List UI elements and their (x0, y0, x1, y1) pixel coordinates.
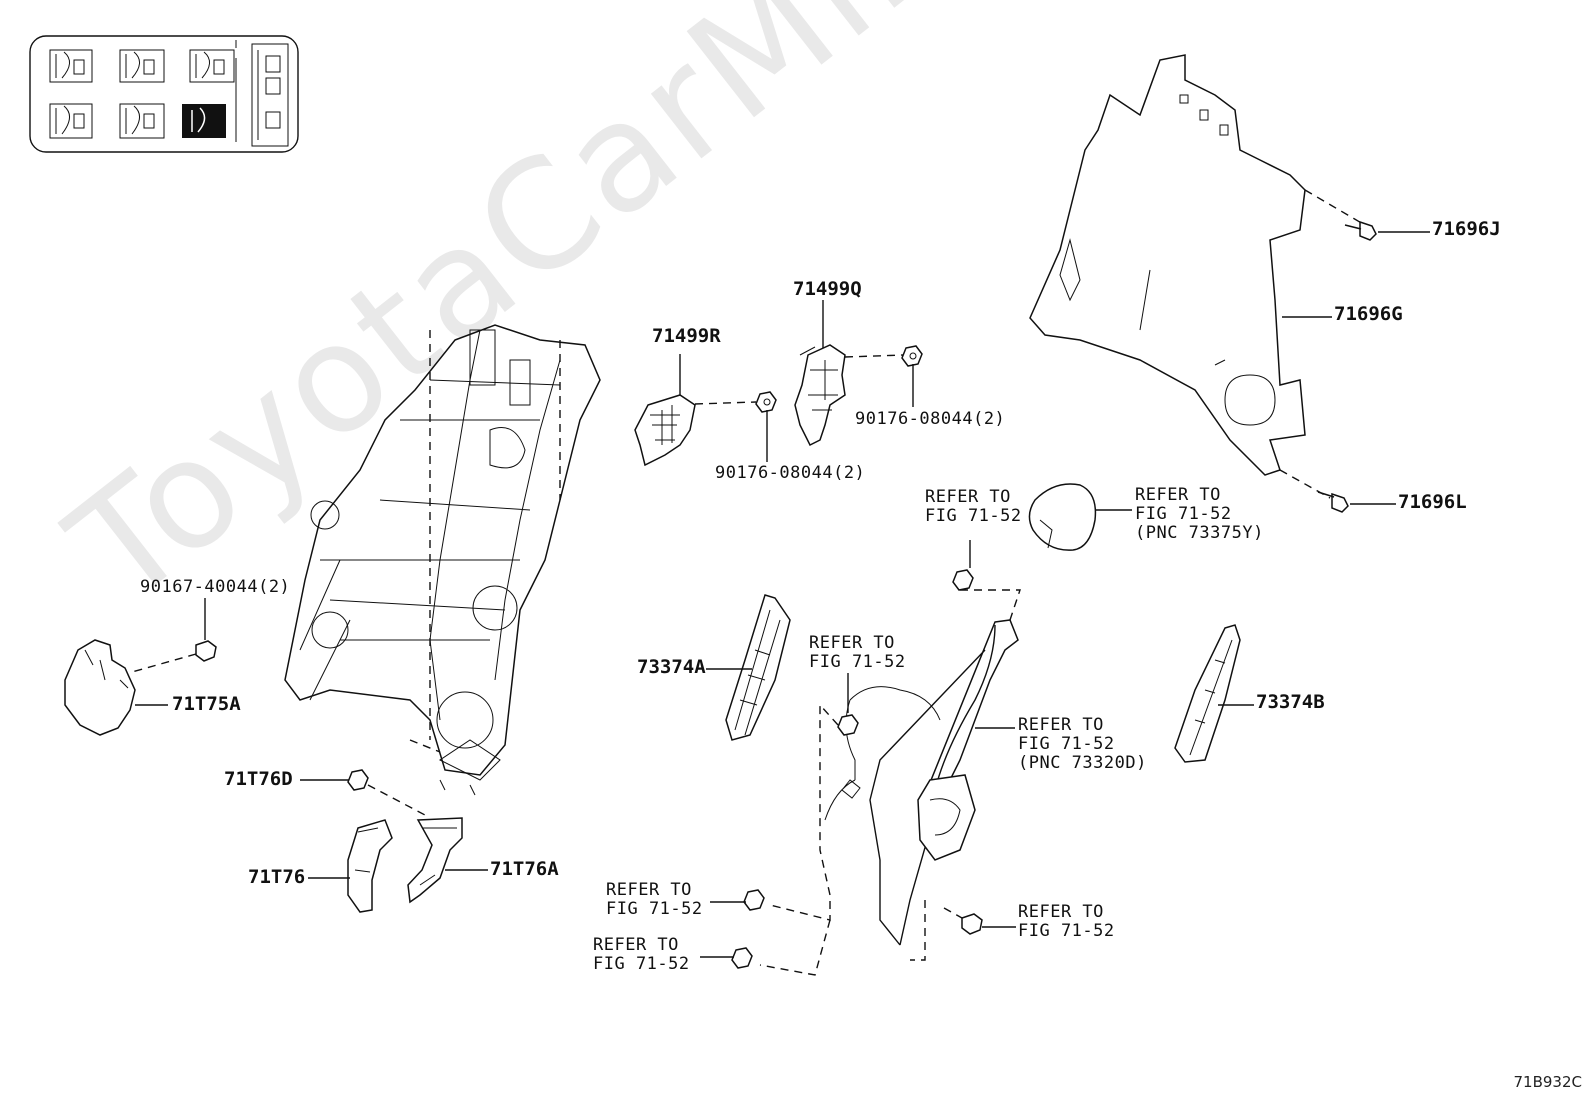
sensor-71499Q (794, 344, 846, 447)
label-73374A: 73374A (637, 656, 706, 678)
label-bolt-90167: 90167-40044(2) (140, 577, 291, 597)
cover-73375Y (1028, 483, 1097, 551)
screw-71696L (1317, 491, 1349, 513)
seatbelt-73320D (824, 619, 1019, 946)
nut-mid (837, 714, 859, 736)
label-71696L: 71696L (1398, 491, 1467, 513)
label-refer-mid: REFER TO FIG 71-52 (809, 633, 906, 672)
label-bolt-90176-right: 90176-08044(2) (855, 409, 1006, 429)
label-71696G: 71696G (1334, 303, 1403, 325)
nut-bottom-2 (731, 947, 753, 969)
nut-bottom-1 (743, 889, 765, 911)
label-refer-bottom-1: REFER TO FIG 71-52 (606, 880, 703, 919)
trim-73374A (725, 594, 791, 741)
screw-71T76D (347, 769, 369, 791)
bolt-bottom-right (961, 913, 983, 935)
label-bolt-90176-left: 90176-08044(2) (715, 463, 866, 483)
bolt-belt-top (952, 569, 974, 591)
label-refer-cover: REFER TO FIG 71-52 (PNC 73375Y) (1135, 485, 1264, 543)
seat-back-frame (284, 324, 601, 796)
label-refer-top: REFER TO FIG 71-52 (925, 487, 1022, 526)
label-71T76: 71T76 (248, 866, 306, 888)
label-refer-bottom-2: REFER TO FIG 71-52 (593, 935, 690, 974)
label-71T75A: 71T75A (172, 693, 241, 715)
label-71T76D: 71T76D (224, 768, 293, 790)
cover-71T75A (64, 639, 136, 736)
label-73374B: 73374B (1256, 691, 1325, 713)
label-71499Q: 71499Q (793, 278, 862, 300)
label-71T76A: 71T76A (490, 858, 559, 880)
bolt-90167 (195, 640, 217, 662)
cover-71T76 (347, 819, 393, 913)
nut-right (901, 345, 923, 367)
label-71499R: 71499R (652, 325, 721, 347)
seat-layout-thumbnail (29, 35, 299, 153)
label-refer-belt: REFER TO FIG 71-52 (PNC 73320D) (1018, 715, 1147, 773)
bracket-71499R (634, 394, 696, 467)
label-refer-bottom-right: REFER TO FIG 71-52 (1018, 902, 1115, 941)
trim-73374B (1174, 624, 1241, 763)
diagram-code: 71B932C (1513, 1073, 1582, 1091)
label-71696J: 71696J (1432, 218, 1501, 240)
cover-71T76A (407, 817, 463, 904)
panel-71696G (1029, 54, 1306, 476)
screw-71696J (1344, 220, 1377, 241)
nut-left (755, 391, 777, 413)
